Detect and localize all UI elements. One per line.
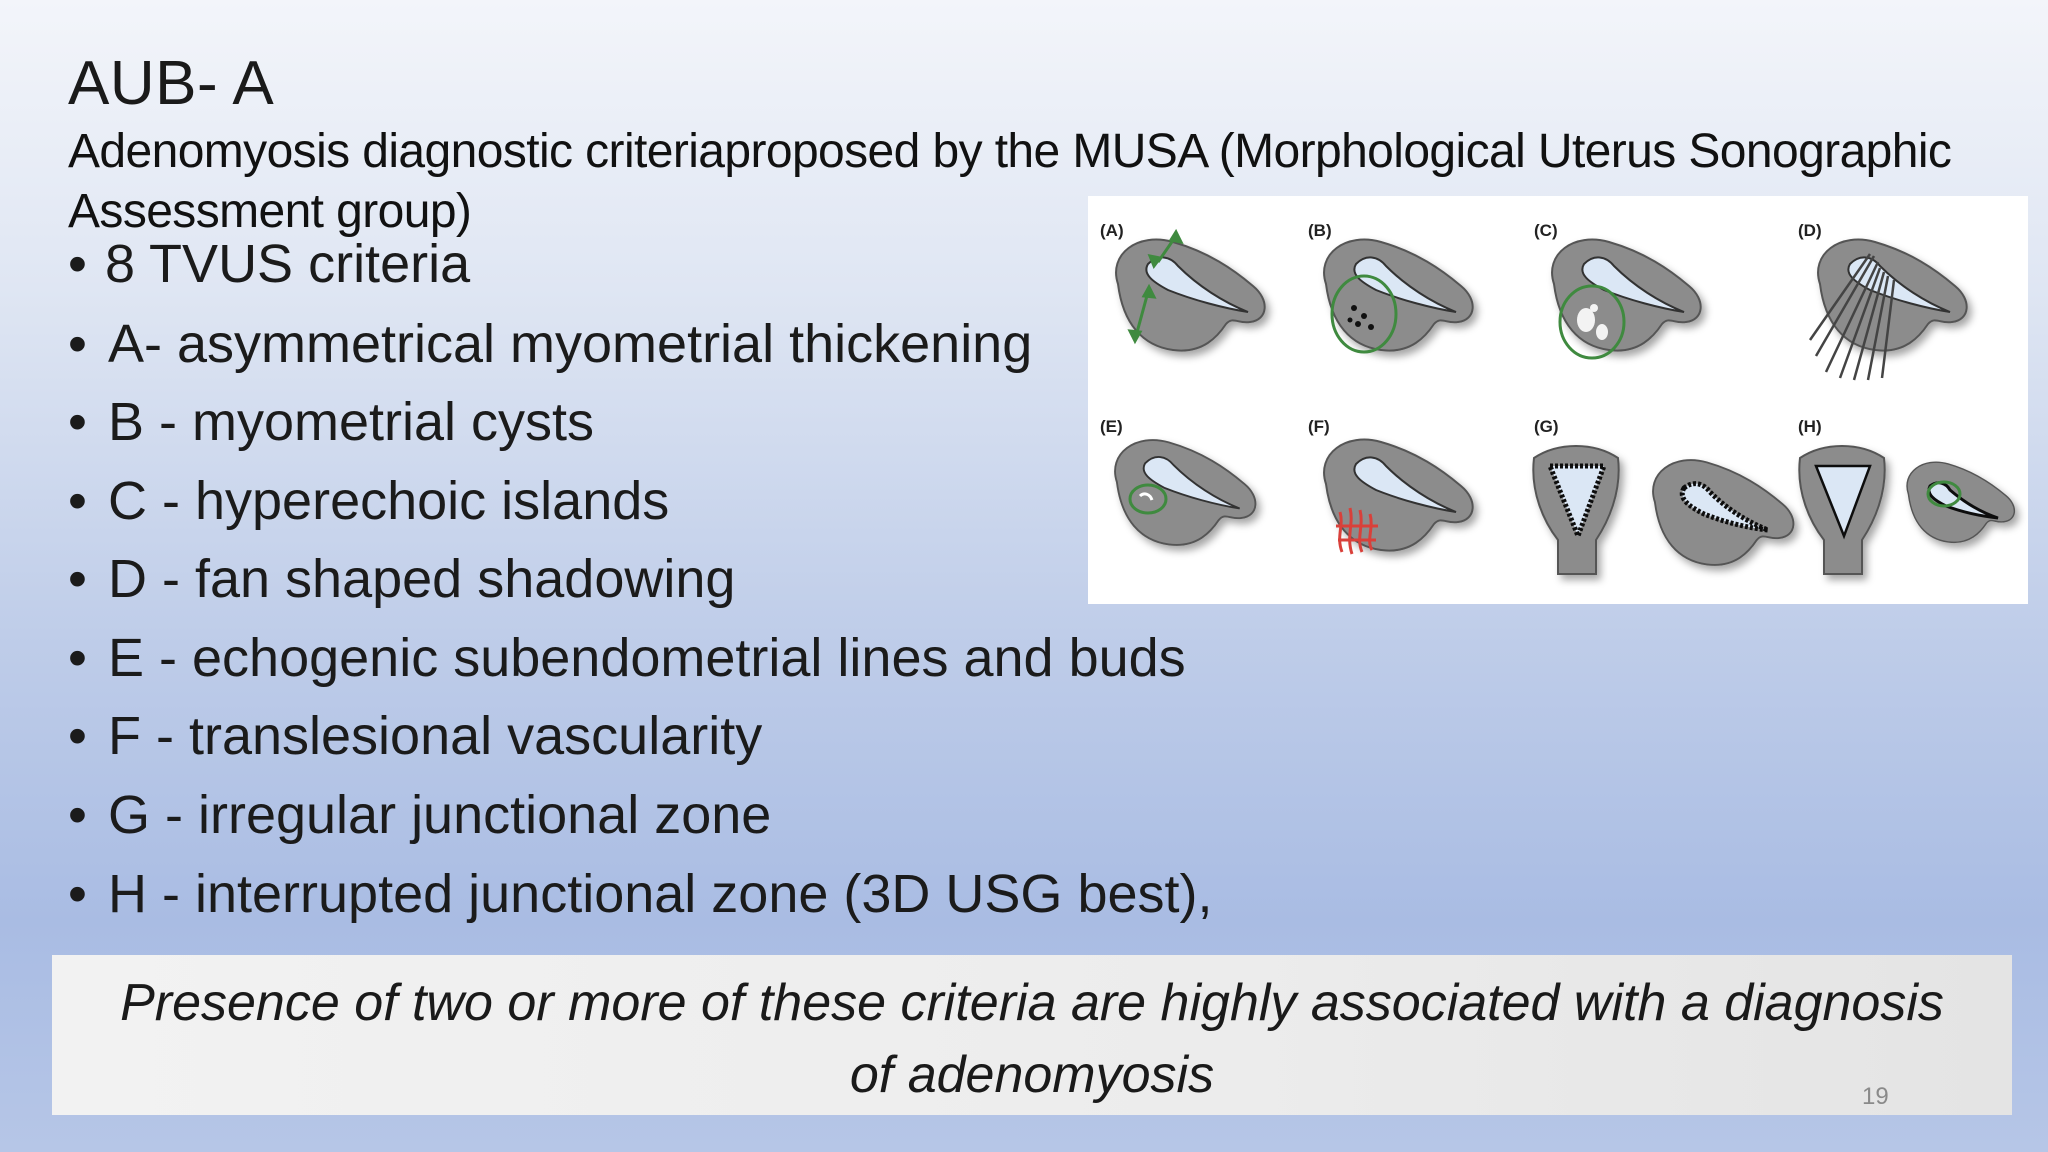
bullet-icon: • [68, 549, 87, 609]
slide-subtitle: Adenomyosis diagnostic criteriaproposed … [68, 125, 1952, 238]
panel-label-c: (C) [1534, 221, 1558, 240]
list-item: • 8 TVUS criteria [68, 232, 470, 296]
panel-c-uterus-icon [1551, 238, 1702, 352]
panel-label-e: (E) [1100, 417, 1123, 436]
bullet-icon: • [68, 234, 87, 294]
list-item-text: C - hyperechoic islands [108, 471, 670, 531]
panel-b-uterus-icon [1323, 238, 1474, 352]
list-item: • A- asymmetrical myometrial thickening [68, 312, 1032, 376]
slide-title: AUB- A [68, 49, 275, 118]
list-item-text: E - echogenic subendometrial lines and b… [108, 628, 1186, 688]
panel-e-uterus-icon [1114, 439, 1257, 546]
list-item: • F - translesional vascularity [68, 704, 762, 768]
panel-label-h: (H) [1798, 417, 1822, 436]
musa-criteria-figure: (A) (B) (C) (D) (E) (F) (G) (H) [1088, 196, 2028, 604]
list-item-text: B - myometrial cysts [108, 392, 595, 452]
panel-g-uterus-icon [1532, 445, 1795, 575]
panel-b-cysts-icon [1330, 274, 1398, 354]
panel-d-shadow-lines-icon [1808, 253, 1896, 381]
panel-f-uterus-icon [1323, 438, 1474, 552]
bullet-icon: • [68, 628, 87, 688]
bullet-icon: • [68, 314, 87, 374]
panel-a-arrows-icon [1127, 228, 1184, 345]
bullet-icon: • [68, 864, 87, 924]
list-item-text: G - irregular junctional zone [108, 785, 772, 845]
panel-label-g: (G) [1534, 417, 1559, 436]
list-item: • G - irregular junctional zone [68, 783, 771, 847]
panel-h-uterus-icon [1798, 445, 2016, 575]
panel-c-islands-icon [1558, 284, 1626, 360]
bullet-icon: • [68, 471, 87, 531]
musa-diagram: (A) (B) (C) (D) (E) (F) (G) (H) [1100, 221, 2016, 575]
page-number: 19 [1862, 1083, 1889, 1110]
list-item: • H - interrupted junctional zone (3D USG… [68, 862, 1213, 926]
list-item: • E - echogenic subendometrial lines and … [68, 626, 1186, 690]
list-item: • C - hyperechoic islands [68, 469, 669, 533]
list-item-text: D - fan shaped shadowing [108, 549, 736, 609]
bullet-icon: • [68, 706, 87, 766]
panel-e-buds-icon [1128, 483, 1168, 515]
list-item-text: A- asymmetrical myometrial thickening [108, 314, 1033, 374]
panel-label-b: (B) [1308, 221, 1332, 240]
list-item-text: H - interrupted junctional zone (3D USG … [108, 864, 1213, 924]
bullet-icon: • [68, 785, 87, 845]
bullet-icon: • [68, 392, 87, 452]
list-item-text: F - translesional vascularity [108, 706, 763, 766]
panel-f-vessels-icon [1336, 507, 1378, 555]
panel-label-f: (F) [1308, 417, 1330, 436]
panel-label-d: (D) [1798, 221, 1822, 240]
list-item: • D - fan shaped shadowing [68, 547, 735, 611]
conclusion-callout: Presence of two or more of these criteri… [52, 955, 2012, 1115]
conclusion-text: Presence of two or more of these criteri… [120, 974, 1944, 1104]
panel-label-a: (A) [1100, 221, 1124, 240]
list-item: • B - myometrial cysts [68, 390, 594, 454]
list-item-text: 8 TVUS criteria [105, 234, 471, 294]
